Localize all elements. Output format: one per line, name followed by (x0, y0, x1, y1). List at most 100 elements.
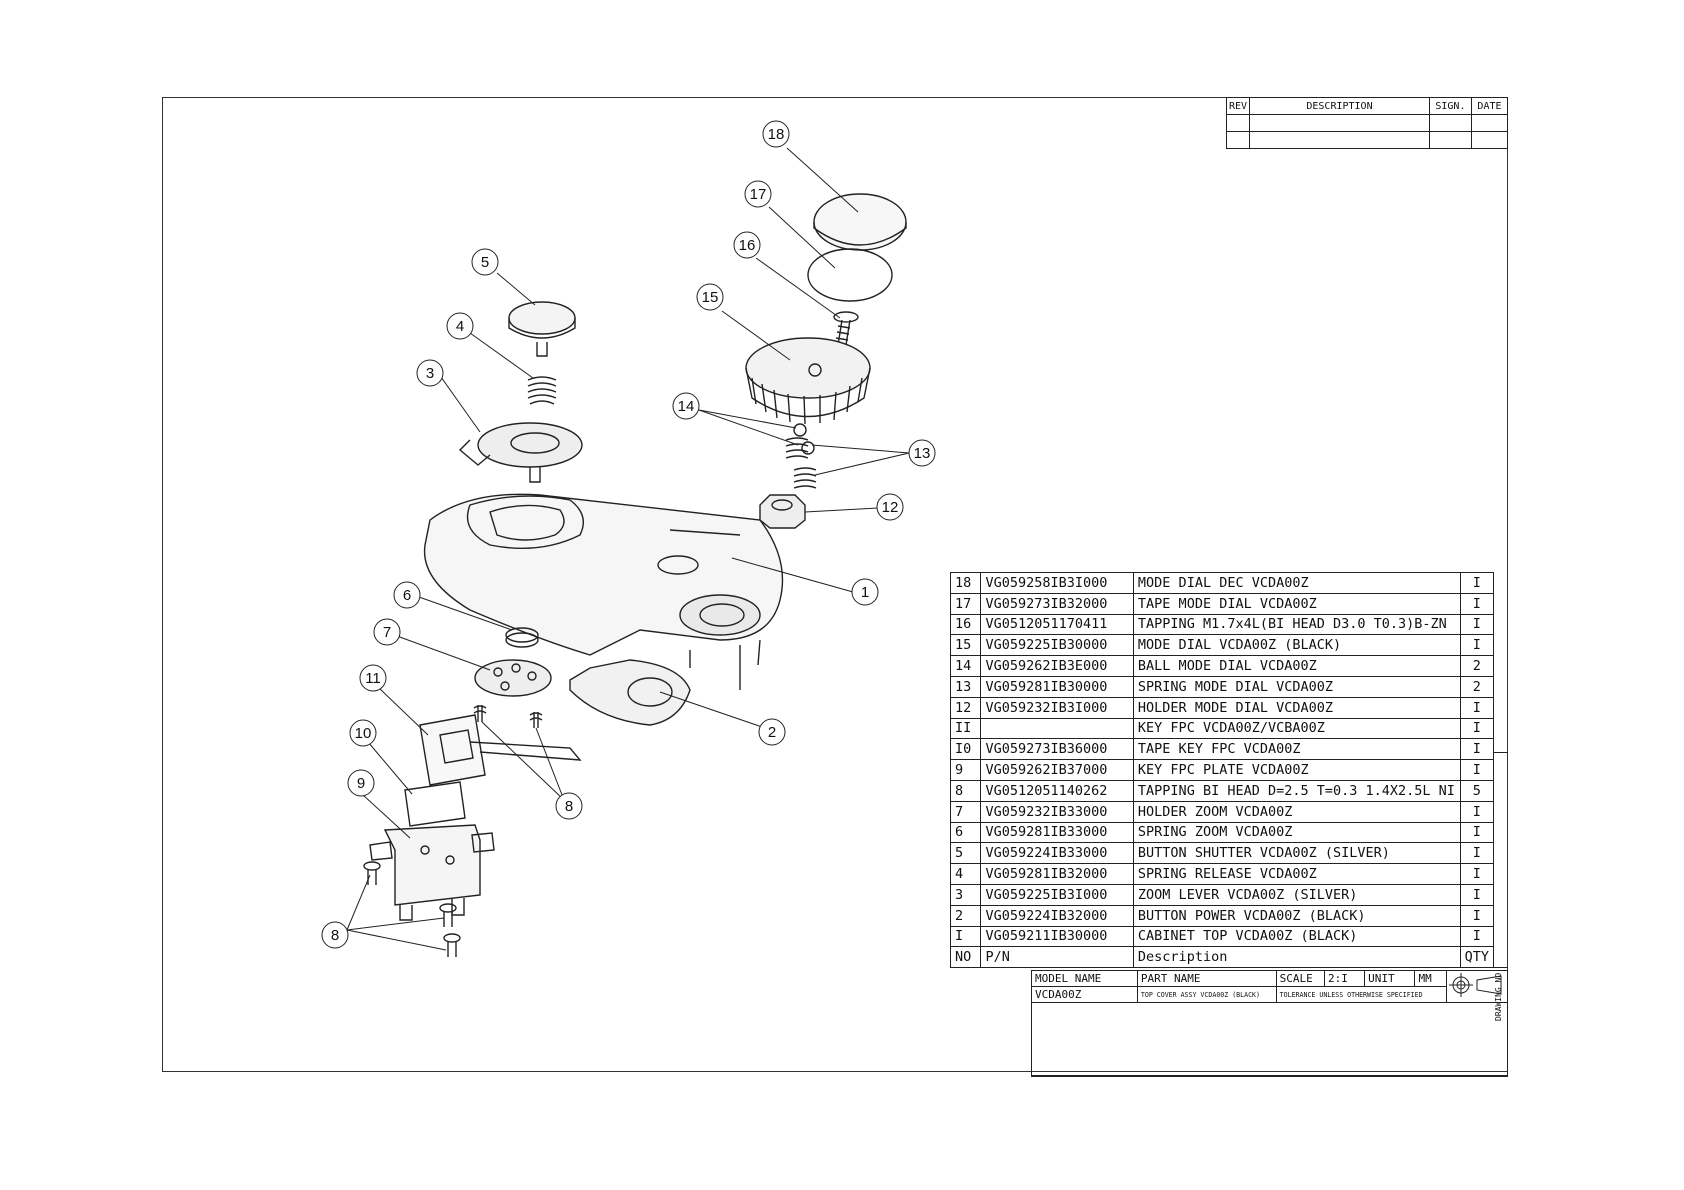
bom-qty-cell: 2 (1459, 655, 1495, 677)
bom-pn-cell: VG059262IB37000 (980, 759, 1134, 781)
bom-qty-cell: I (1459, 572, 1495, 594)
bom-qty-cell: I (1459, 759, 1495, 781)
svg-text:13: 13 (914, 445, 931, 462)
scale-value: 2:I (1323, 970, 1366, 987)
tapping-screws-8-part (363, 861, 461, 957)
callout-balloon: 12 (876, 493, 904, 521)
drawing-sheet-border (162, 97, 1508, 1072)
rev-cell (1249, 114, 1430, 132)
bom-no-cell: I (949, 925, 982, 948)
mode-dial-dec-part (813, 193, 907, 251)
part-name-label: PART NAME (1136, 970, 1277, 987)
svg-text:6: 6 (403, 587, 411, 604)
bom-qty-cell: 5 (1459, 779, 1495, 802)
bom-qty-cell: I (1459, 842, 1495, 865)
button-power-part (569, 659, 691, 726)
bom-qty-cell: I (1459, 634, 1495, 657)
bom-qty-cell: I (1459, 800, 1495, 823)
rev-cell (1470, 114, 1509, 132)
callout-balloon: 11 (359, 664, 387, 692)
sign-header: SIGN. (1428, 97, 1472, 115)
bom-qty-cell: I (1459, 717, 1495, 740)
bom-no-cell: 15 (949, 634, 982, 657)
bom-description-cell: HOLDER ZOOM VCDA00Z (1132, 800, 1461, 823)
bom-qty-cell: I (1459, 738, 1495, 761)
callout-balloon: 5 (471, 248, 499, 276)
mode-dial-part (745, 337, 871, 425)
model-name-label: MODEL NAME (1031, 970, 1138, 987)
rev-cell (1428, 131, 1472, 149)
bom-no-cell: 2 (949, 904, 982, 927)
svg-text:7: 7 (383, 624, 391, 641)
tape-mode-dial-part (807, 248, 893, 302)
svg-text:5: 5 (481, 254, 489, 271)
description-header: DESCRIPTION (1249, 97, 1430, 115)
bom-description-cell: ZOOM LEVER VCDA00Z (SILVER) (1132, 883, 1461, 906)
bom-pn-cell: VG059281IB30000 (980, 675, 1134, 698)
callout-balloon: 3 (416, 359, 444, 387)
callout-balloon: 2 (758, 718, 786, 746)
bom-qty-header: QTY (1459, 946, 1495, 969)
svg-text:11: 11 (365, 670, 381, 687)
date-header: DATE (1470, 97, 1509, 115)
bom-qty-cell: I (1459, 592, 1495, 615)
bom-qty-cell: I (1459, 883, 1495, 906)
bom-pn-cell: VG059225IB3I000 (980, 883, 1134, 906)
bom-qty-cell: I (1459, 613, 1495, 636)
svg-text:15: 15 (702, 289, 719, 306)
bom-no-cell: 14 (949, 655, 982, 677)
svg-text:1: 1 (861, 584, 869, 601)
tapping-screw-16-part (833, 311, 859, 346)
bom-no-cell: 5 (949, 842, 982, 865)
callout-balloon: 8 (555, 792, 583, 820)
bom-no-cell: 13 (949, 675, 982, 698)
callout-balloon: 6 (393, 581, 421, 609)
bom-description-cell: SPRING MODE DIAL VCDA00Z (1132, 675, 1461, 698)
svg-text:2: 2 (768, 724, 776, 741)
bom-pn-cell: VG059232IB33000 (980, 800, 1134, 823)
bom-pn-header: P/N (980, 946, 1134, 969)
cabinet-top-part (423, 493, 784, 690)
holder-zoom-part (474, 659, 552, 697)
part-name-value: TOP COVER ASSY VCDA00Z (BLACK) (1136, 986, 1277, 1003)
bom-qty-cell: I (1459, 696, 1495, 719)
bom-pn-cell: VG059273IB32000 (980, 592, 1134, 615)
scale-label: SCALE (1275, 970, 1325, 987)
bom-qty-cell: I (1459, 904, 1495, 927)
svg-text:8: 8 (331, 927, 339, 944)
revision-block: REV DESCRIPTION SIGN. DATE (1225, 97, 1509, 149)
bom-description-cell: BUTTON SHUTTER VCDA00Z (SILVER) (1132, 842, 1461, 865)
svg-text:16: 16 (739, 237, 756, 254)
zoom-lever-part (458, 422, 583, 483)
bom-no-cell: 3 (949, 883, 982, 906)
bom-no-cell: 4 (949, 863, 982, 885)
bom-description-cell: SPRING ZOOM VCDA00Z (1132, 821, 1461, 844)
rev-header: REV (1225, 97, 1251, 115)
rev-cell (1225, 114, 1251, 132)
bom-no-cell: I0 (949, 738, 982, 761)
spring-release-part (527, 376, 557, 405)
bom-description-cell: HOLDER MODE DIAL VCDA00Z (1132, 696, 1461, 719)
callout-balloon: 13 (908, 439, 936, 467)
bom-no-cell: II (949, 717, 982, 740)
svg-text:18: 18 (768, 126, 785, 143)
bom-pn-cell: VG059224IB32000 (980, 904, 1134, 927)
bom-pn-cell: VG059258IB3I000 (980, 572, 1134, 594)
unit-value: MM (1414, 970, 1448, 987)
bom-pn-cell: VG059224IB33000 (980, 842, 1134, 865)
tape-key-fpc-part (404, 781, 466, 827)
callout-balloon: 18 (762, 120, 790, 148)
bom-description-cell: MODE DIAL VCDA00Z (BLACK) (1132, 634, 1461, 657)
bom-description-cell: TAPPING M1.7x4L(BI HEAD D3.0 T0.3)B-ZN (1132, 613, 1461, 636)
unit-label: UNIT (1364, 970, 1416, 987)
callout-balloon: 15 (696, 283, 724, 311)
bom-description-cell: BUTTON POWER VCDA00Z (BLACK) (1132, 904, 1461, 927)
